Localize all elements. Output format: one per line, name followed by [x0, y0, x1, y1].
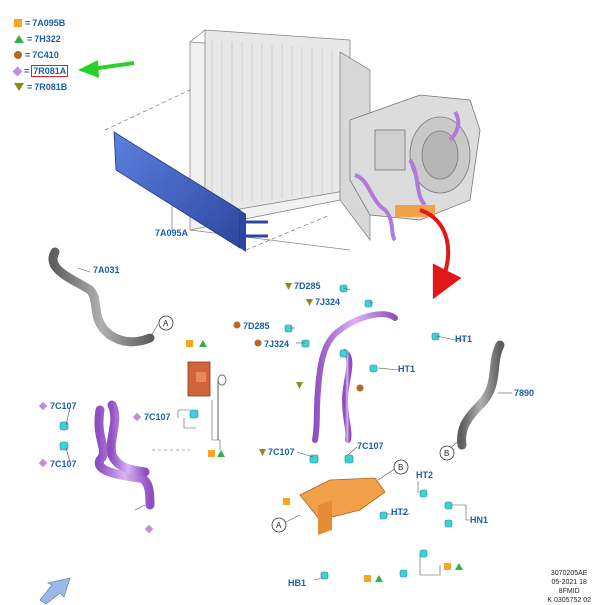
svg-text:7J324: 7J324	[315, 297, 340, 307]
legend-equals: =	[24, 66, 30, 76]
caption-line: 3070205AE	[550, 570, 588, 577]
callout-7j324-top: 7J324	[306, 297, 340, 307]
callout-ht2-low: HT2	[391, 507, 408, 517]
figure-caption: 3070205AE 05-2021 18 8FMID K 0305752 02	[547, 569, 591, 605]
right-purple-pipes	[312, 311, 398, 443]
svg-text:7C107: 7C107	[357, 441, 384, 451]
legend-code: 7H322	[34, 34, 61, 44]
svg-text:7D285: 7D285	[294, 281, 321, 291]
left-purple-hose-assembly	[94, 400, 155, 510]
callout-hn1: HN1	[470, 515, 488, 525]
svg-text:7C107: 7C107	[50, 401, 77, 411]
lower-hose-7890	[457, 340, 505, 450]
ref-b-right: B	[439, 445, 455, 461]
triangle-down-symbol-icon	[14, 83, 24, 91]
callout-oil-cooler: 7A095A	[155, 228, 189, 238]
trans-hose-connections	[354, 110, 461, 242]
svg-text:A: A	[276, 521, 282, 530]
legend-code: 7R081A	[31, 65, 69, 77]
legend-code: 7R081B	[34, 82, 68, 92]
caption-line: K 0305752 02	[547, 597, 591, 604]
callout-ht2-top: HT2	[416, 470, 433, 480]
legend-equals: =	[25, 50, 31, 60]
callout-7c107-left-bottom: 7C107	[38, 458, 77, 469]
part-markers	[144, 340, 463, 582]
legend-code: 7C410	[32, 50, 59, 60]
right-bracket-7a095b	[299, 477, 386, 535]
callout-7c107-mid: 7C107	[132, 412, 171, 422]
callout-7c107-left-top: 7C107	[38, 401, 77, 411]
caption-line: 8FMID	[558, 588, 580, 595]
callout-7c107-lower: 7C107	[259, 447, 295, 457]
callout-labels: 7A095A 7A031 7890 7C107 7C107 7C107 7C10…	[38, 228, 534, 588]
legend-code: 7A095B	[32, 18, 66, 28]
callout-ht1-top: HT1	[455, 334, 472, 344]
clips	[59, 284, 453, 580]
svg-text:B: B	[444, 449, 449, 458]
ref-a-bottom: A	[271, 517, 287, 533]
circle-refs: A A B B	[158, 315, 455, 533]
callout-7d285-top: 7D285	[285, 281, 321, 291]
square-symbol-icon	[14, 19, 22, 27]
legend-equals: =	[25, 18, 31, 28]
navigation-arrow-icon[interactable]	[39, 577, 71, 605]
svg-text:B: B	[398, 463, 403, 472]
red-detail-arrow	[419, 208, 462, 300]
legend-item-7a095b: =7A095B	[14, 16, 65, 30]
legend-equals: =	[27, 34, 33, 44]
green-pointer-arrow	[78, 60, 135, 78]
legend-item-7r081a: =7R081A	[12, 64, 69, 78]
ref-a-left: A	[158, 315, 174, 331]
oil-cooler-7a095a	[104, 89, 331, 252]
ref-b-mid: B	[393, 459, 409, 475]
transmission	[349, 94, 481, 221]
callout-7c107-right: 7C107	[357, 441, 384, 451]
callout-ht1-mid: HT1	[398, 364, 415, 374]
triangle-up-symbol-icon	[14, 35, 24, 43]
legend-equals: =	[27, 82, 33, 92]
svg-text:7J324: 7J324	[264, 339, 289, 349]
svg-text:7C107: 7C107	[268, 447, 295, 457]
caption-line: 05-2021 18	[551, 579, 587, 586]
circle-symbol-icon	[14, 51, 22, 59]
legend-item-7h322: =7H322	[14, 32, 61, 46]
upper-hose-7a031	[48, 247, 155, 347]
legend-item-7c410: =7C410	[14, 48, 59, 62]
callout-hb1: HB1	[288, 578, 306, 588]
callout-7j324-mid: 7J324	[254, 339, 289, 349]
svg-text:7D285: 7D285	[243, 321, 270, 331]
callout-7d285-mid: 7D285	[233, 321, 270, 331]
svg-text:7C107: 7C107	[144, 412, 171, 422]
leader-lines	[65, 205, 512, 581]
callout-lower-hose: 7890	[514, 388, 534, 398]
callout-upper-hose: 7A031	[93, 265, 120, 275]
legend-item-7r081b: =7R081B	[14, 80, 67, 94]
valve-body	[187, 361, 227, 440]
svg-text:7C107: 7C107	[50, 459, 77, 469]
svg-text:A: A	[163, 319, 169, 328]
